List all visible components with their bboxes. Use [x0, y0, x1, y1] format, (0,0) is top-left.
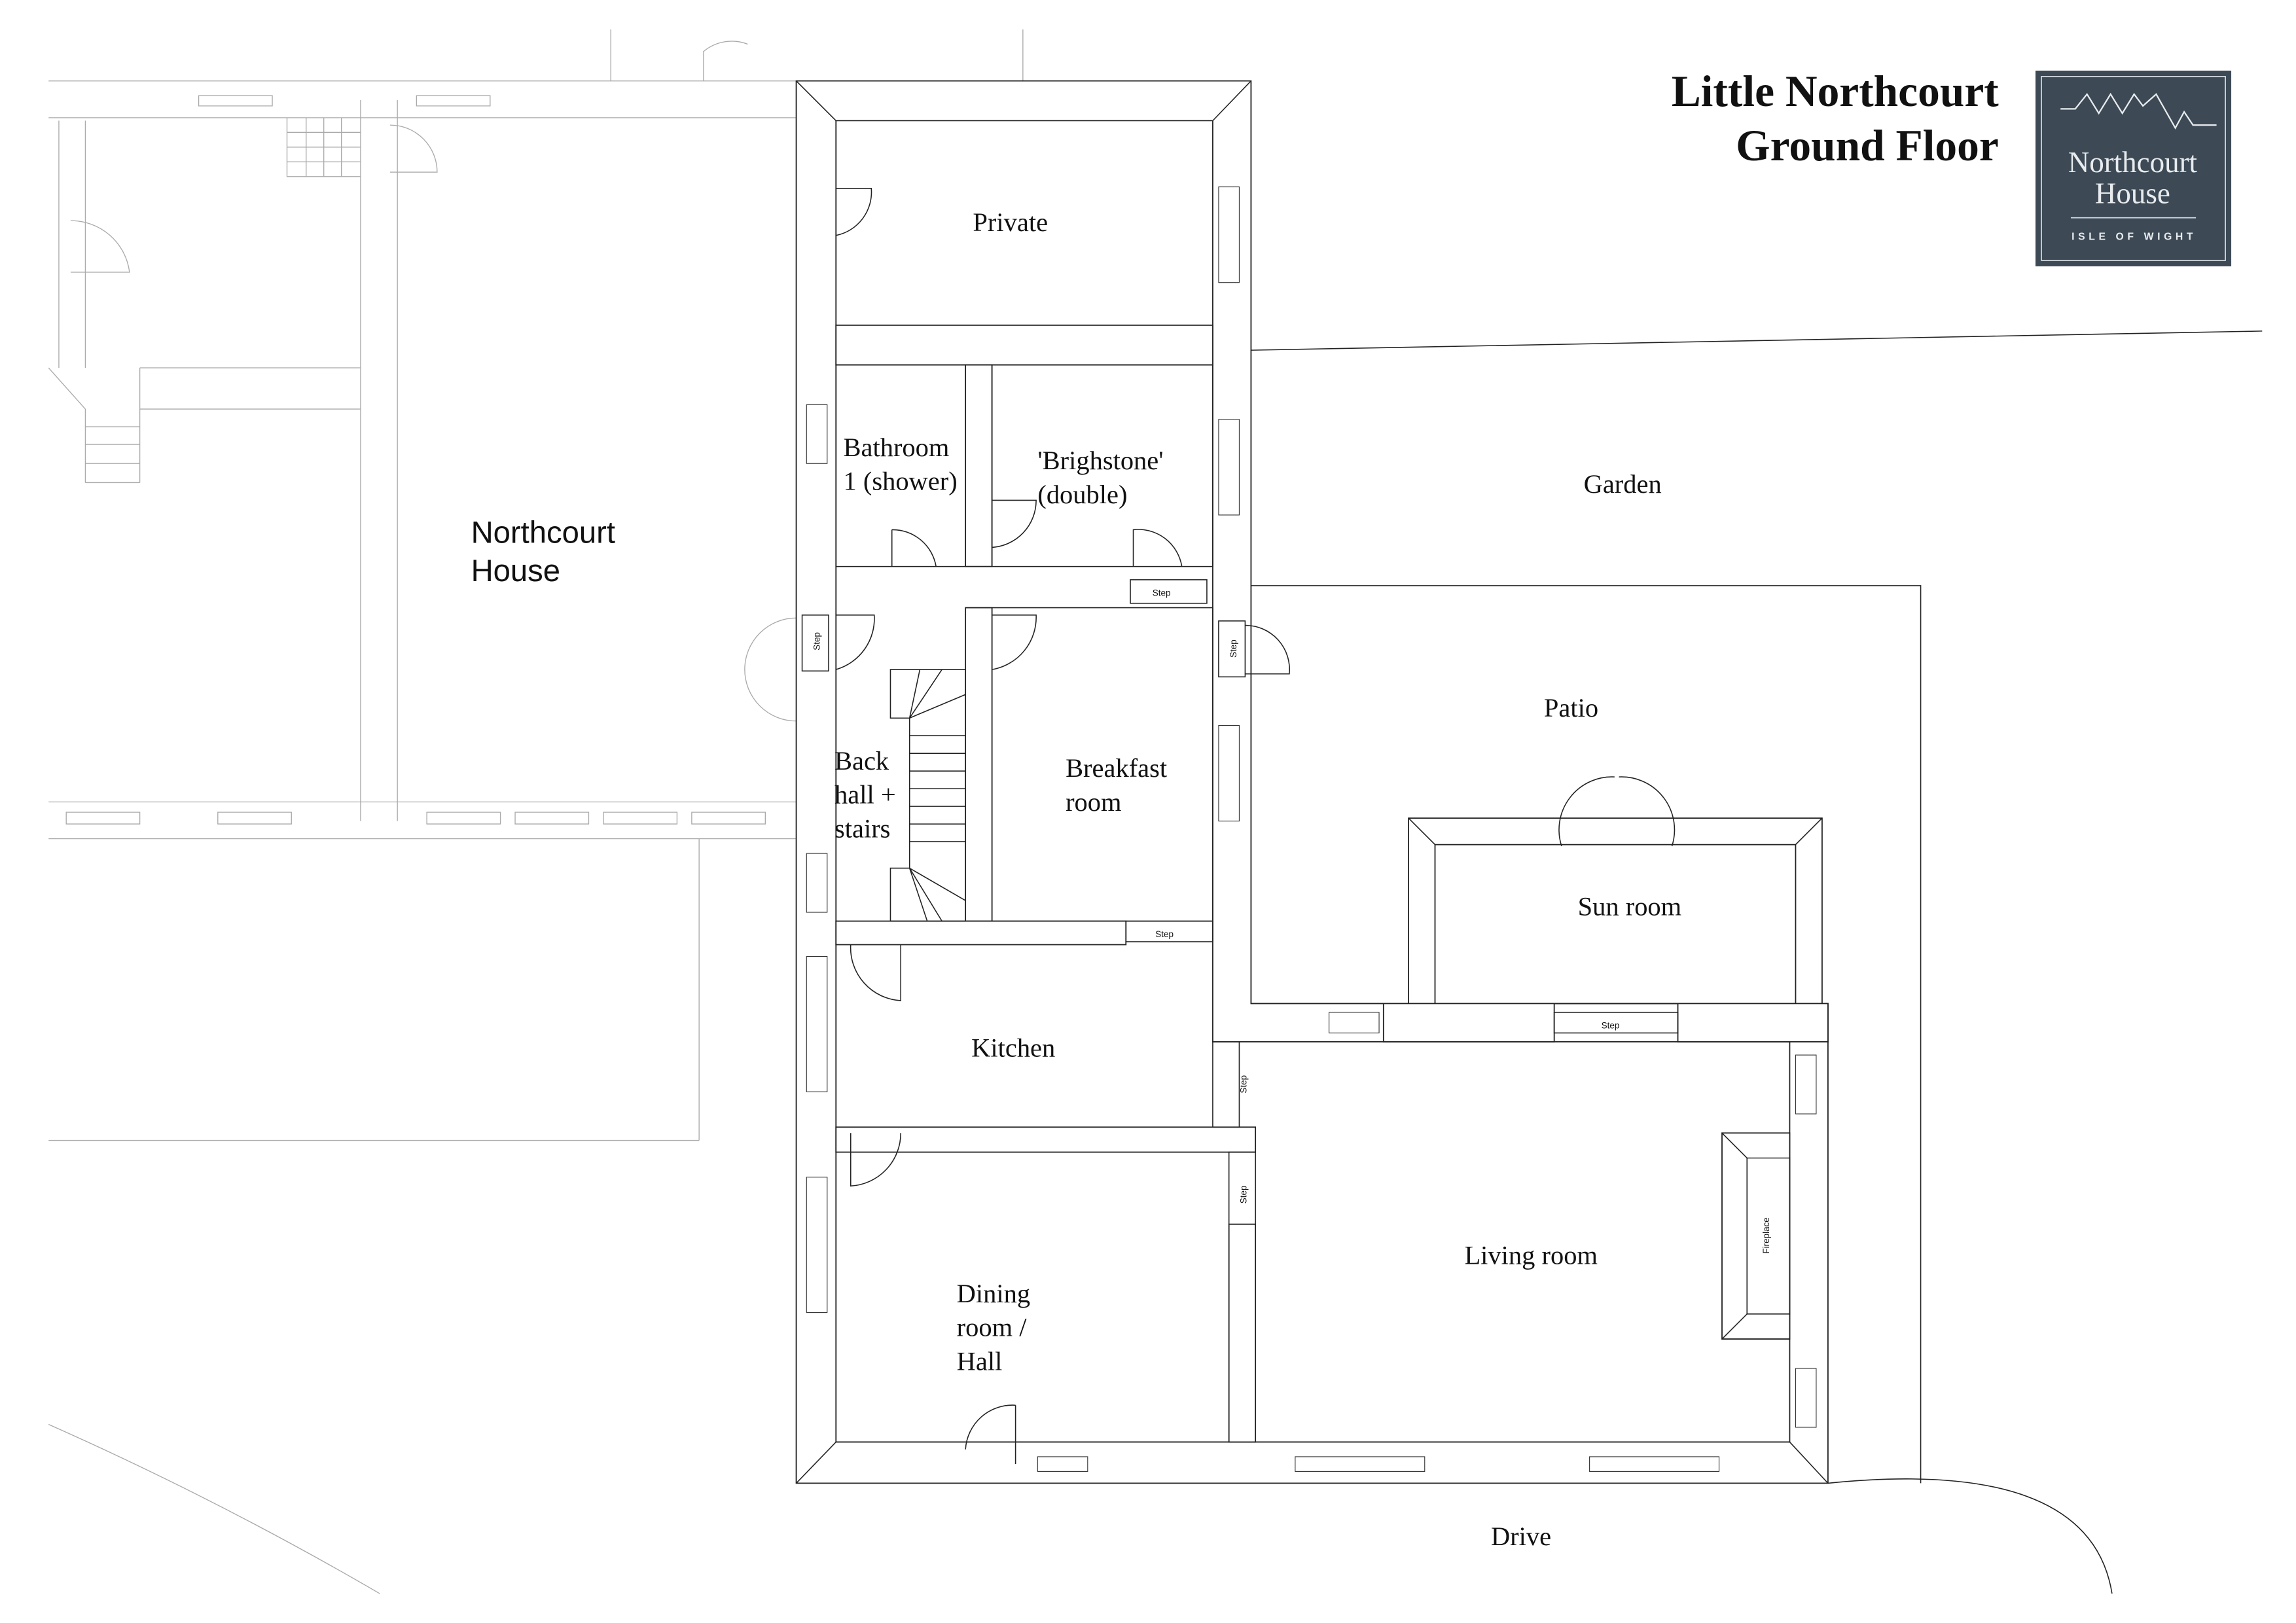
patio-boundary — [1251, 585, 1922, 1484]
step-label: Step — [1602, 1021, 1620, 1031]
building-walls — [795, 80, 1829, 1484]
doors — [836, 188, 1676, 1465]
room-breakfast: Breakfast — [1066, 753, 1167, 783]
northcourt-logo: Northcourt House ISLE OF WIGHT — [2035, 70, 2232, 266]
room-sun-room: Sun room — [1578, 892, 1682, 921]
area-garden: Garden — [1584, 469, 1662, 499]
step-label: Step — [1229, 639, 1238, 658]
garden-boundary — [1251, 330, 2263, 351]
area-patio: Patio — [1544, 693, 1598, 722]
room-dining-2: room / — [957, 1313, 1028, 1342]
roofline-icon — [2060, 92, 2217, 130]
room-dining-3: Hall — [957, 1346, 1003, 1376]
logo-text: Northcourt — [2068, 146, 2198, 179]
step-label: Step — [812, 632, 822, 651]
fireplace-label: Fireplace — [1761, 1217, 1771, 1253]
logo-text-2: House — [2095, 177, 2170, 209]
room-kitchen: Kitchen — [971, 1033, 1055, 1062]
plan-title: Little Northcourt — [1672, 67, 2000, 116]
room-back-hall-2: hall + — [834, 780, 896, 810]
room-brighstone: 'Brighstone' — [1037, 446, 1163, 475]
room-back-hall: Back — [834, 746, 889, 776]
northcourt-house-label: Northcourt — [471, 516, 615, 550]
room-back-hall-3: stairs — [834, 813, 890, 843]
northcourt-house-label-2: House — [471, 554, 560, 588]
step-label: Step — [1239, 1075, 1249, 1094]
room-dining: Dining — [957, 1279, 1030, 1308]
step-label: Step — [1153, 588, 1171, 598]
room-bathroom-2: 1 (shower) — [844, 467, 958, 496]
logo-subtitle: ISLE OF WIGHT — [2072, 231, 2197, 242]
room-private: Private — [973, 207, 1048, 237]
room-brighstone-2: (double) — [1037, 480, 1127, 509]
room-living: Living room — [1464, 1240, 1597, 1270]
plan-subtitle: Ground Floor — [1736, 121, 1999, 170]
area-drive: Drive — [1491, 1522, 1551, 1551]
step-label: Step — [1239, 1185, 1249, 1204]
windows — [806, 186, 1817, 1472]
step-label: Step — [1155, 929, 1174, 939]
room-bathroom: Bathroom — [844, 433, 950, 462]
drive-edge — [1827, 1478, 2113, 1594]
room-breakfast-2: room — [1066, 787, 1121, 817]
